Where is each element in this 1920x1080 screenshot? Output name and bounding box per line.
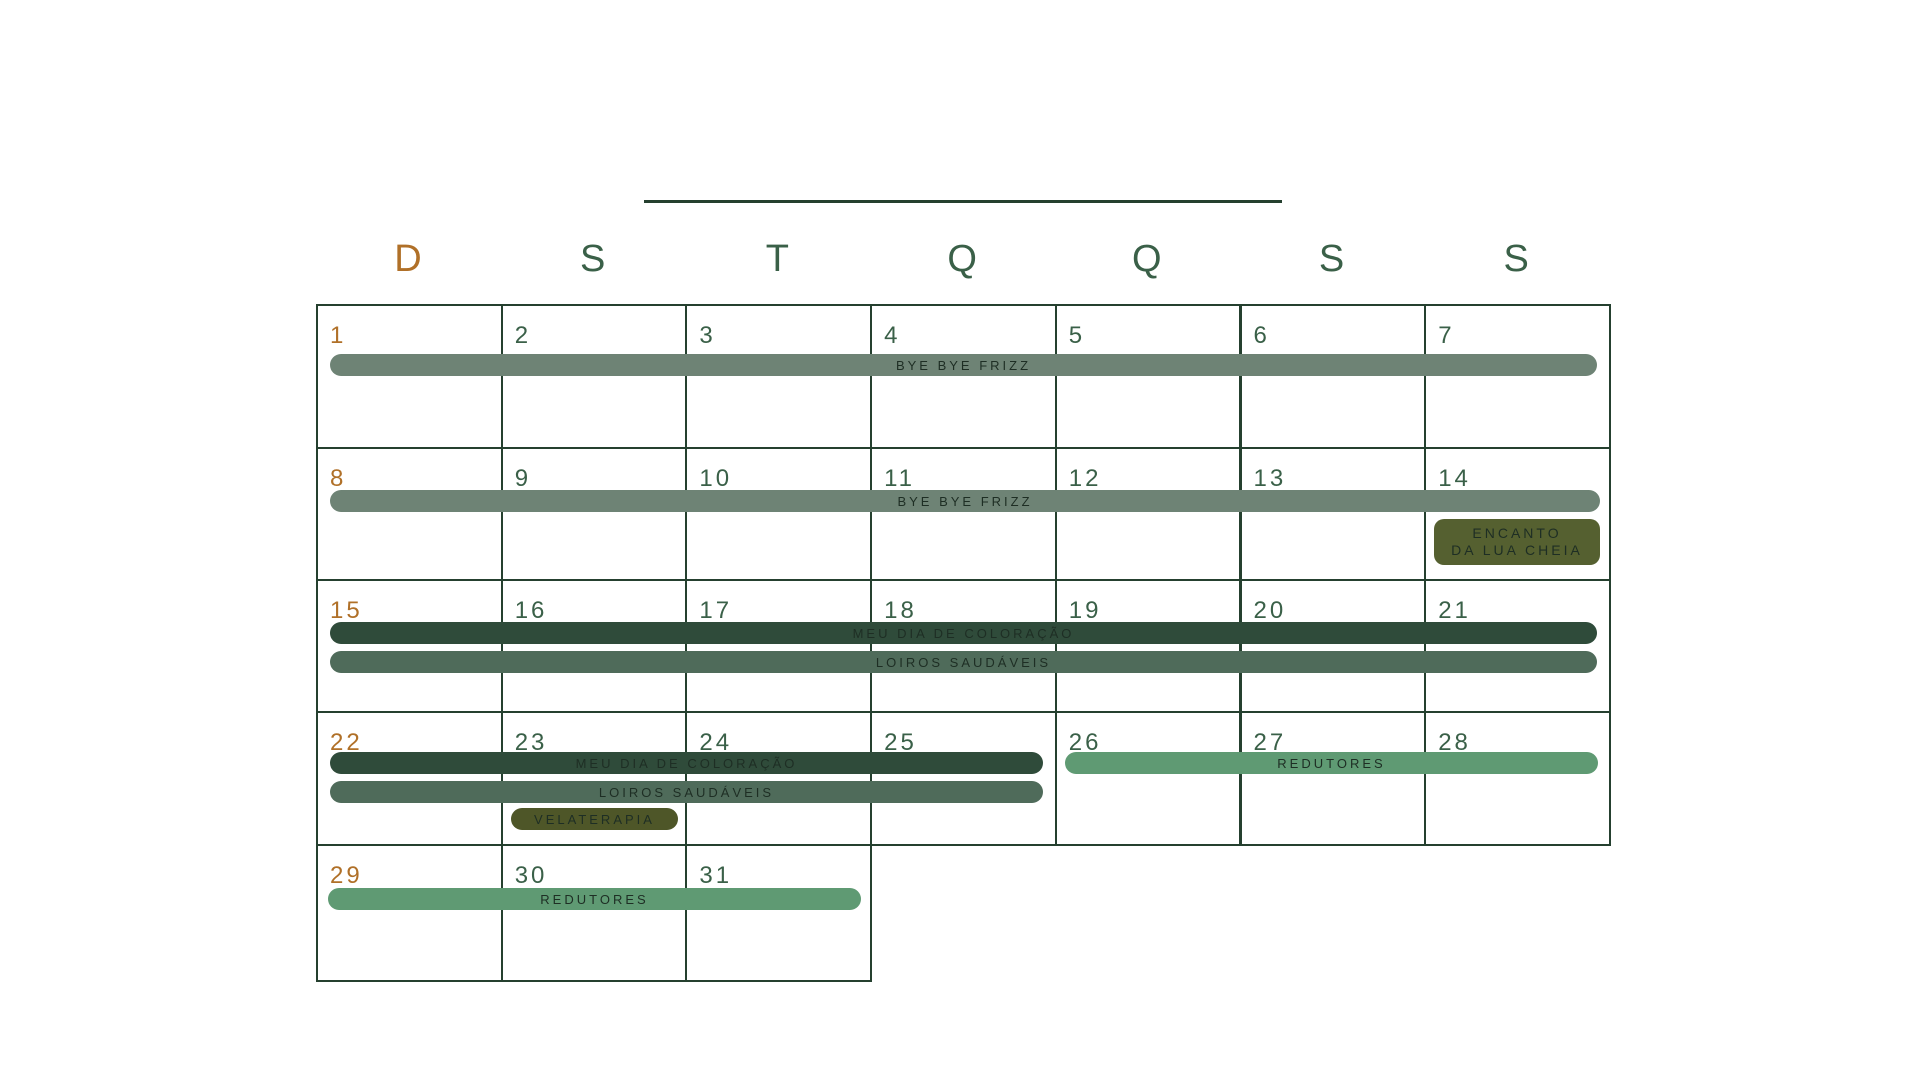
day-number: 31: [699, 862, 733, 889]
weekday-label: D: [394, 238, 423, 280]
day-cell[interactable]: 8: [316, 447, 503, 581]
day-number: 12: [1068, 465, 1102, 492]
event-redutores[interactable]: REDUTORES: [1065, 752, 1598, 774]
day-number: 14: [1438, 465, 1471, 492]
day-number: 27: [1253, 729, 1287, 756]
day-cell[interactable]: 22: [316, 711, 503, 846]
day-number: 21: [1438, 597, 1471, 624]
day-cell[interactable]: 24: [685, 711, 873, 846]
day-cell[interactable]: 17: [685, 579, 873, 713]
day-number: 25: [884, 729, 917, 756]
day-number: 11: [884, 465, 916, 492]
day-number: 16: [514, 597, 548, 624]
day-number: 4: [884, 322, 901, 349]
day-number: 8: [330, 465, 347, 492]
day-number: 20: [1253, 597, 1287, 624]
day-number: 23: [514, 729, 548, 756]
event-bye-bye-frizz[interactable]: BYE BYE FRIZZ: [330, 490, 1600, 512]
day-cell[interactable]: 27: [1239, 711, 1427, 846]
day-number: 6: [1253, 322, 1270, 349]
day-cell[interactable]: 12: [1054, 447, 1242, 581]
day-number: 13: [1253, 465, 1287, 492]
day-number: 1: [330, 322, 347, 349]
day-cell[interactable]: 19: [1054, 579, 1242, 713]
event-label: DA LUA CHEIA: [1451, 542, 1583, 558]
day-number: 5: [1068, 322, 1086, 349]
day-number: 9: [514, 465, 532, 492]
day-cell[interactable]: 29: [316, 844, 503, 982]
day-cell[interactable]: 10: [685, 447, 873, 581]
day-number: 26: [1068, 729, 1102, 756]
weekday-label: Q: [947, 238, 978, 280]
day-number: 2: [514, 322, 532, 349]
day-cell[interactable]: 15: [316, 579, 503, 713]
event-label: ENCANTO: [1472, 525, 1562, 541]
title-underline: [644, 200, 1282, 203]
day-cell[interactable]: 31: [685, 844, 873, 982]
day-number: 3: [699, 322, 716, 349]
event-bye-bye-frizz[interactable]: BYE BYE FRIZZ: [330, 354, 1597, 376]
day-number: 7: [1438, 322, 1455, 349]
day-cell[interactable]: 1: [316, 304, 503, 449]
day-number: 19: [1068, 597, 1102, 624]
day-cell[interactable]: 28: [1424, 711, 1611, 846]
day-number: 28: [1438, 729, 1471, 756]
day-number: 15: [330, 597, 363, 624]
day-number: 18: [884, 597, 917, 624]
day-number: 10: [699, 465, 733, 492]
day-cell[interactable]: 11: [870, 447, 1057, 581]
day-cell[interactable]: 6: [1239, 304, 1427, 449]
event-loiros-saudaveis[interactable]: LOIROS SAUDÁVEIS: [330, 651, 1597, 673]
weekday-label: S: [1318, 238, 1346, 280]
day-number: 17: [699, 597, 733, 624]
event-loiros-saudaveis[interactable]: LOIROS SAUDÁVEIS: [330, 781, 1043, 803]
event-meu-dia-de-coloracao[interactable]: MEU DIA DE COLORAÇÃO: [330, 752, 1043, 774]
event-encanto-da-lua-cheia[interactable]: ENCANTO DA LUA CHEIA: [1434, 519, 1600, 565]
day-cell[interactable]: 5: [1054, 304, 1242, 449]
day-cell[interactable]: 18: [870, 579, 1057, 713]
day-cell[interactable]: 3: [685, 304, 873, 449]
day-cell[interactable]: 21: [1424, 579, 1611, 713]
day-cell[interactable]: 26: [1054, 711, 1242, 846]
event-velaterapia[interactable]: VELATERAPIA: [511, 808, 678, 830]
day-number: 30: [514, 862, 548, 889]
day-cell[interactable]: 25: [870, 711, 1057, 846]
day-cell[interactable]: 13: [1239, 447, 1427, 581]
weekday-label: T: [765, 238, 790, 280]
day-number: 24: [699, 729, 733, 756]
day-cell[interactable]: 9: [500, 447, 688, 581]
day-cell[interactable]: 4: [870, 304, 1057, 449]
event-redutores[interactable]: REDUTORES: [328, 888, 861, 910]
weekday-label: S: [580, 238, 607, 280]
day-cell[interactable]: 16: [500, 579, 688, 713]
event-meu-dia-de-coloracao[interactable]: MEU DIA DE COLORAÇÃO: [330, 622, 1597, 644]
day-cell[interactable]: 7: [1424, 304, 1611, 449]
day-number: 29: [330, 862, 363, 889]
day-cell[interactable]: 20: [1239, 579, 1427, 713]
weekday-label: Q: [1132, 238, 1163, 280]
day-cell[interactable]: 30: [500, 844, 688, 982]
weekday-label: S: [1503, 238, 1530, 280]
day-cell[interactable]: 2: [500, 304, 688, 449]
day-number: 22: [330, 729, 363, 756]
